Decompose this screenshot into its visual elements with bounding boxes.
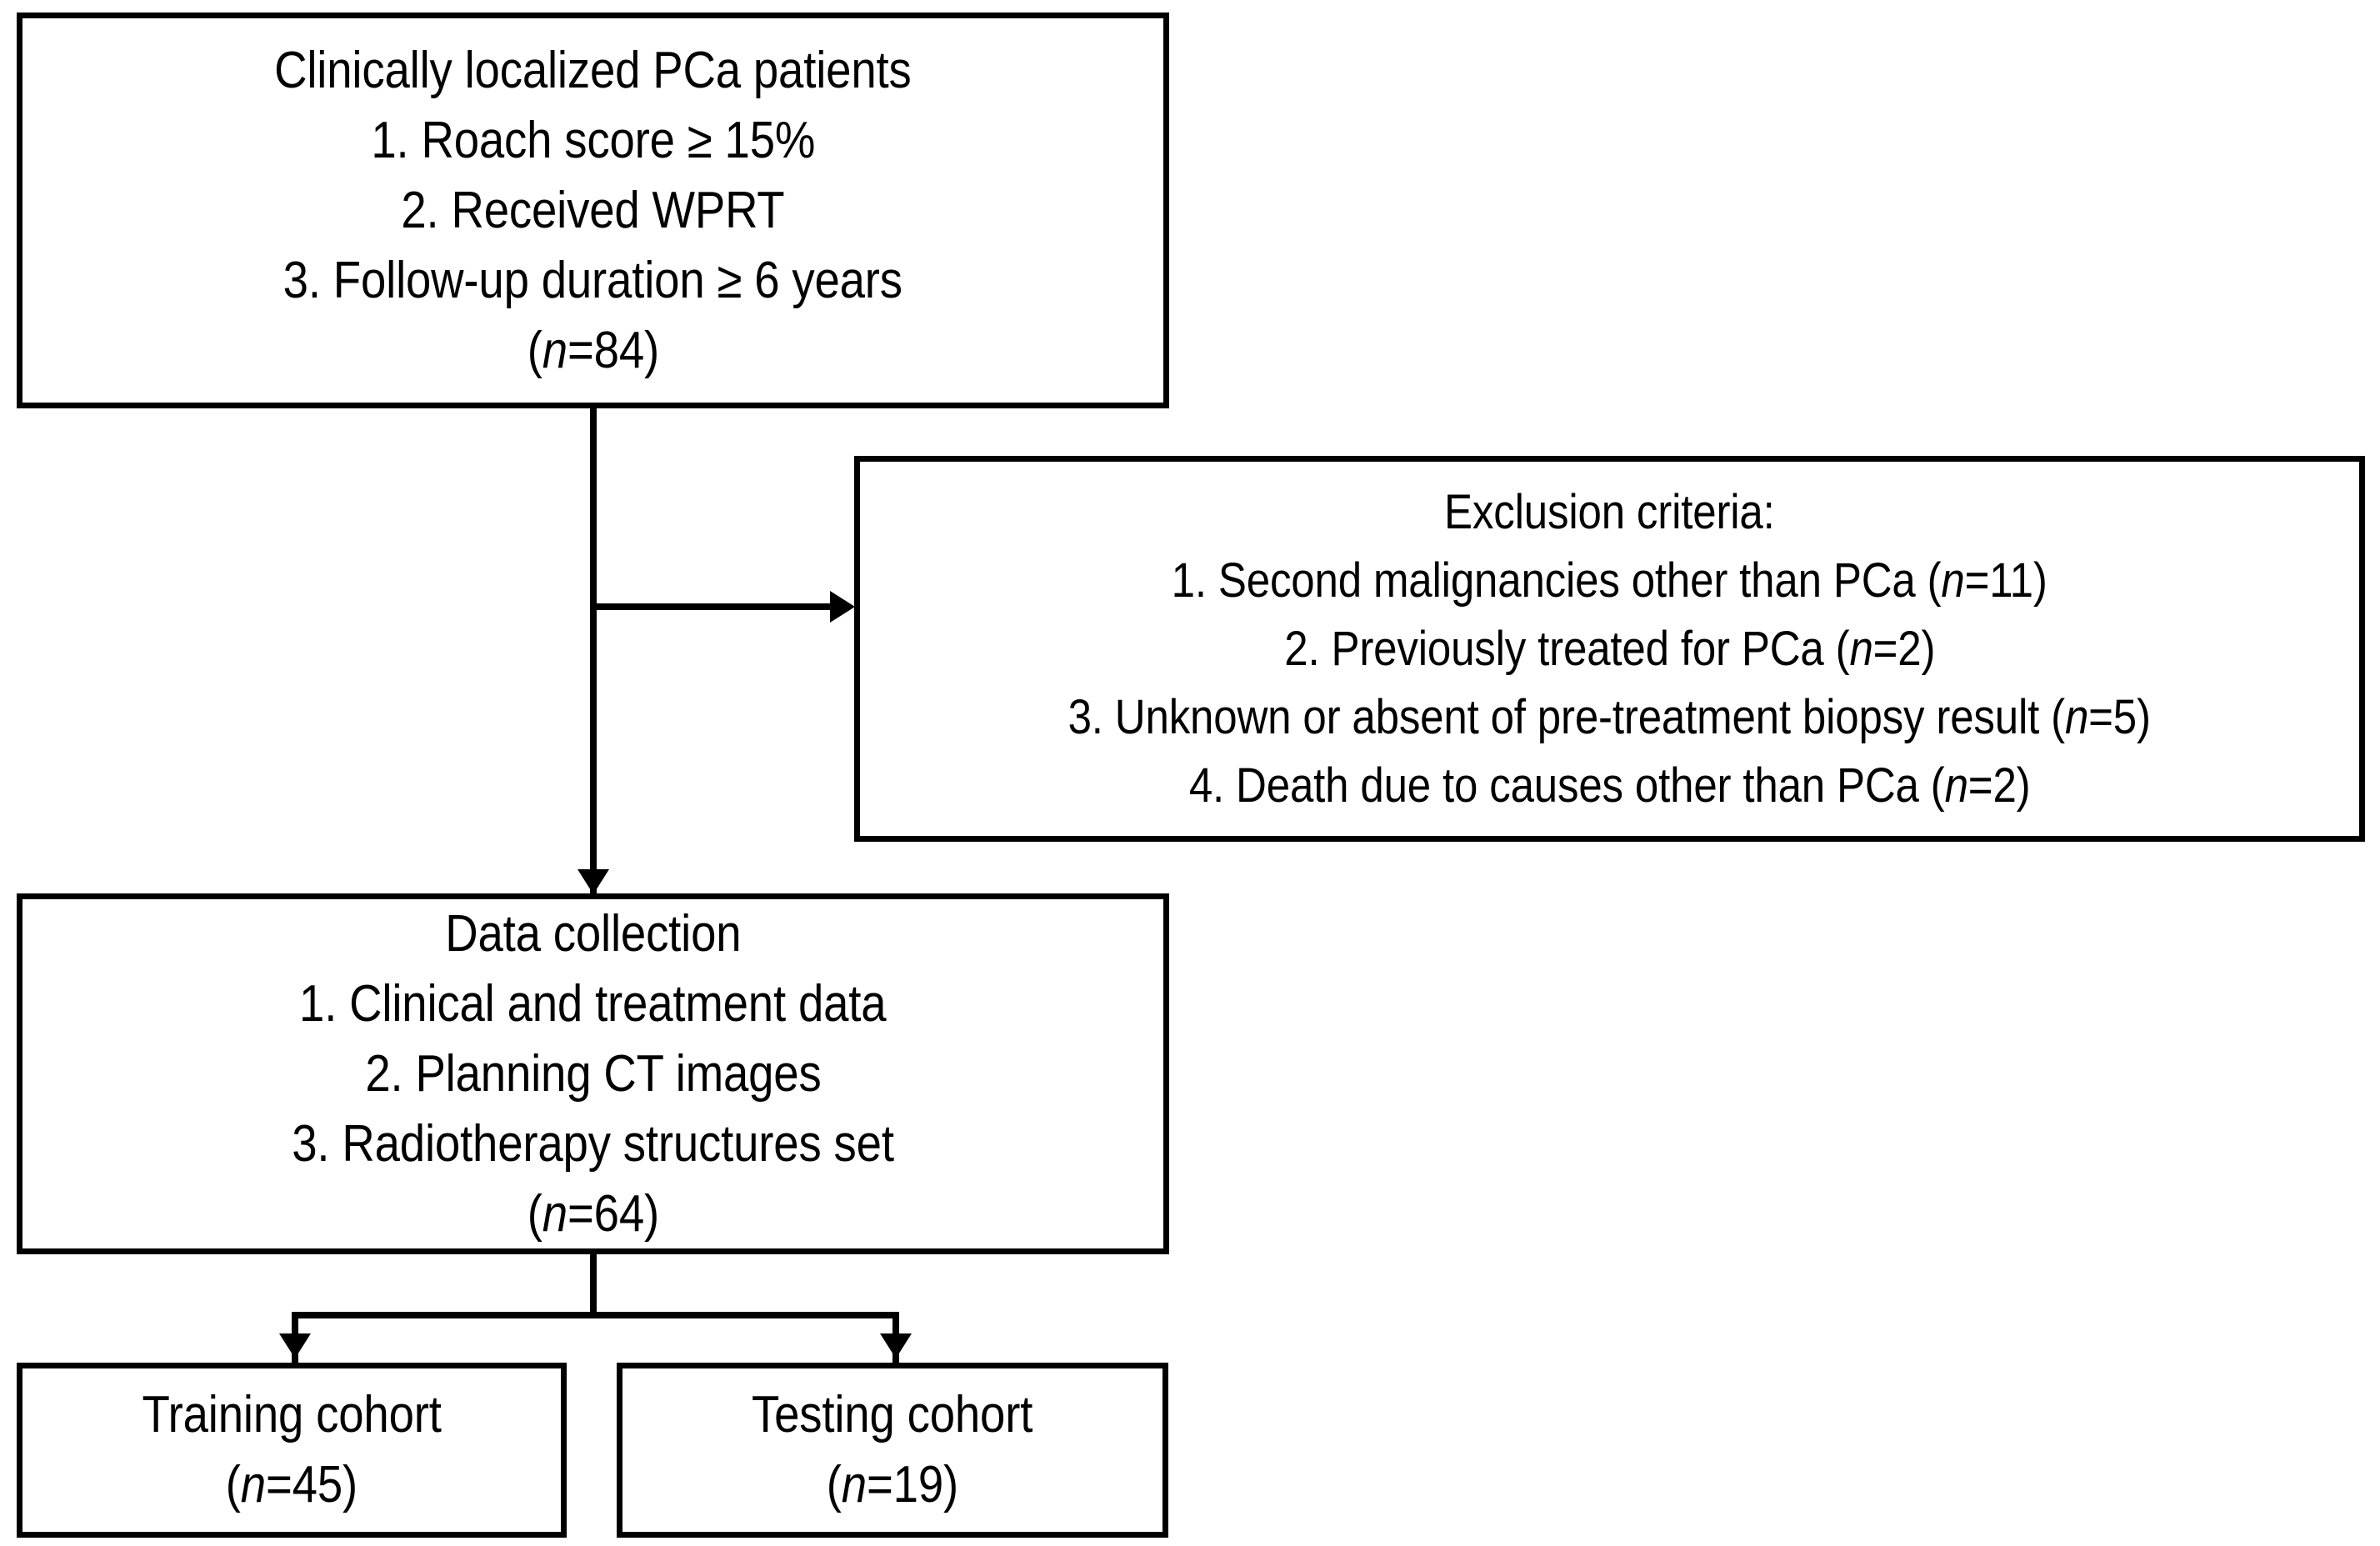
- arrowhead-to-testing-icon: [880, 1333, 912, 1358]
- inclusion-heading: Clinically localized PCa patients: [274, 41, 912, 99]
- arrowhead-to-exclusion-icon: [830, 591, 855, 623]
- exclusion-item-3: 3. Unknown or absent of pre-treatment bi…: [1068, 689, 2152, 744]
- training-heading: Training cohort: [142, 1386, 442, 1443]
- node-exclusion-criteria: Exclusion criteria: 1. Second malignanci…: [854, 456, 2365, 842]
- collection-count-n: n: [542, 1184, 568, 1243]
- training-count: (n=45): [225, 1456, 358, 1513]
- collection-item-3: 3. Radiotherapy structures set: [292, 1114, 894, 1173]
- testing-heading: Testing cohort: [752, 1386, 1033, 1443]
- exclusion-item-1: 1. Second malignancies other than PCa (n…: [1171, 553, 2048, 608]
- connector-collection-split-bar: [292, 1312, 899, 1318]
- collection-count: (n=64): [527, 1184, 659, 1243]
- node-data-collection: Data collection 1. Clinical and treatmen…: [17, 893, 1169, 1254]
- inclusion-count-n: n: [542, 321, 568, 379]
- inclusion-item-3: 3. Follow-up duration ≥ 6 years: [282, 251, 903, 309]
- inclusion-item-2: 2. Received WPRT: [401, 181, 785, 239]
- exclusion-item-4: 4. Death due to causes other than PCa (n…: [1188, 758, 2031, 813]
- collection-heading: Data collection: [444, 904, 742, 963]
- collection-item-1: 1. Clinical and treatment data: [299, 974, 887, 1033]
- testing-count: (n=19): [826, 1456, 959, 1513]
- node-training-cohort: Training cohort (n=45): [17, 1363, 567, 1538]
- exclusion-heading: Exclusion criteria:: [1444, 484, 1775, 539]
- exclusion-item-2: 2. Previously treated for PCa (n=2): [1283, 621, 1936, 676]
- inclusion-count: (n=84): [527, 321, 659, 379]
- collection-item-2: 2. Planning CT images: [364, 1044, 822, 1103]
- training-count-n: n: [240, 1456, 267, 1513]
- connector-collection-split-stem: [590, 1254, 597, 1318]
- testing-count-n: n: [841, 1456, 868, 1513]
- inclusion-item-1: 1. Roach score ≥ 15%: [371, 111, 815, 169]
- arrowhead-to-collection-icon: [578, 869, 609, 894]
- node-testing-cohort: Testing cohort (n=19): [617, 1363, 1168, 1538]
- connector-inclusion-to-exclusion: [593, 603, 833, 610]
- connector-inclusion-to-collection: [590, 408, 597, 896]
- arrowhead-to-training-icon: [279, 1333, 311, 1358]
- node-inclusion-criteria: Clinically localized PCa patients 1. Roa…: [17, 13, 1169, 408]
